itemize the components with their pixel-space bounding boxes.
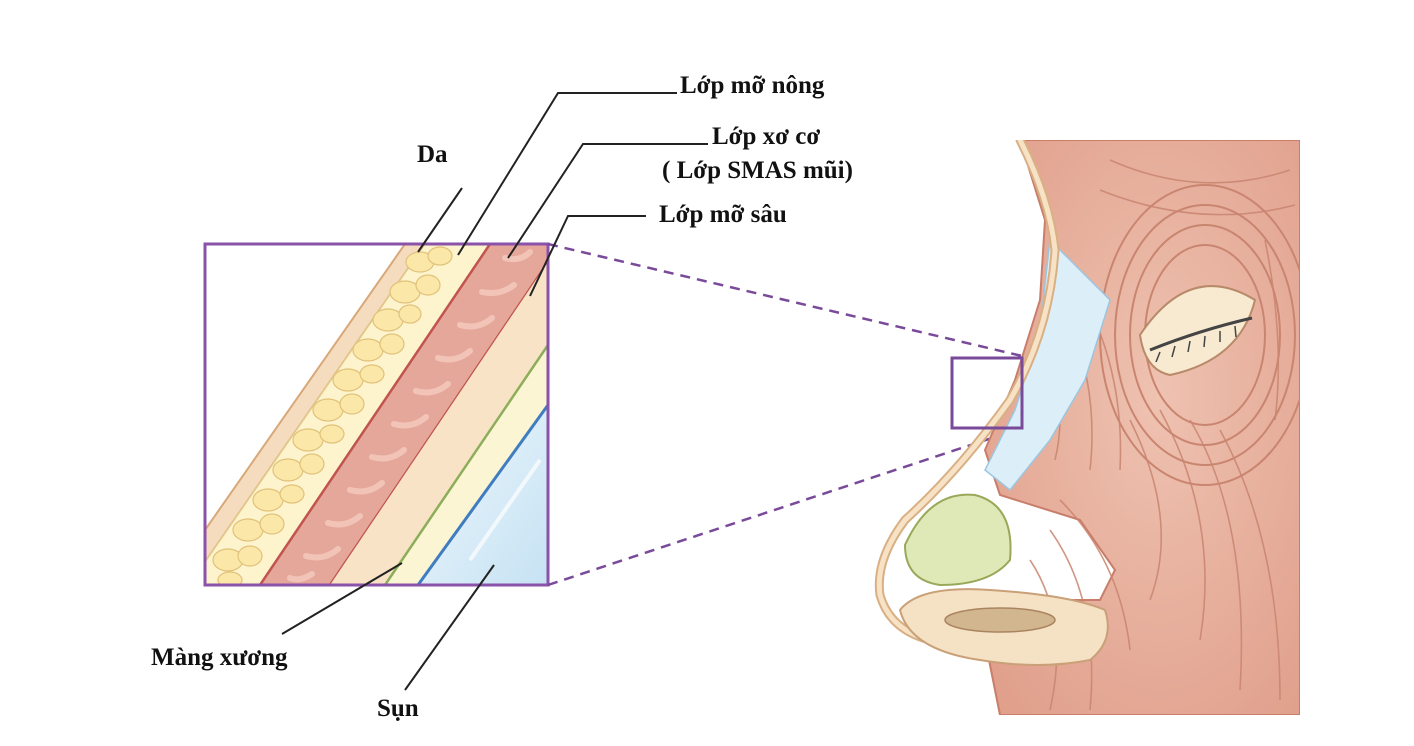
label-lop-mo-sau: Lớp mỡ sâu <box>659 201 787 228</box>
eye <box>1138 285 1257 377</box>
label-lop-smas-mui: ( Lớp SMAS mũi) <box>662 157 853 184</box>
leader-lop-mo-sau <box>529 215 646 297</box>
inset-frame <box>203 242 550 587</box>
leader-lop-mo-nong <box>457 92 677 256</box>
label-sun: Sụn <box>377 695 419 722</box>
smas-layer <box>258 244 548 585</box>
leader-sun <box>404 564 495 691</box>
smas-fibers <box>287 249 533 583</box>
leader-lop-xo-co <box>507 143 708 259</box>
label-da: Da <box>417 141 448 168</box>
label-lop-xo-co: Lớp xơ cơ <box>712 123 820 150</box>
leader-mang-xuong <box>281 562 403 635</box>
fat-lobules <box>212 246 453 585</box>
zoom-connectors <box>547 242 1023 587</box>
orbicularis-oculi <box>1099 184 1300 486</box>
label-mang-xuong: Màng xương <box>151 644 288 671</box>
alar-cartilage <box>903 493 1012 587</box>
label-lop-mo-nong: Lớp mỡ nông <box>680 72 825 99</box>
face-profile <box>874 140 1300 715</box>
cross-section-inset <box>203 242 550 587</box>
leader-da <box>417 187 463 253</box>
nostril <box>898 588 1109 666</box>
zoom-target-frame <box>950 356 1024 430</box>
deep-fat-layer <box>330 262 548 585</box>
leader-lines <box>281 92 708 691</box>
